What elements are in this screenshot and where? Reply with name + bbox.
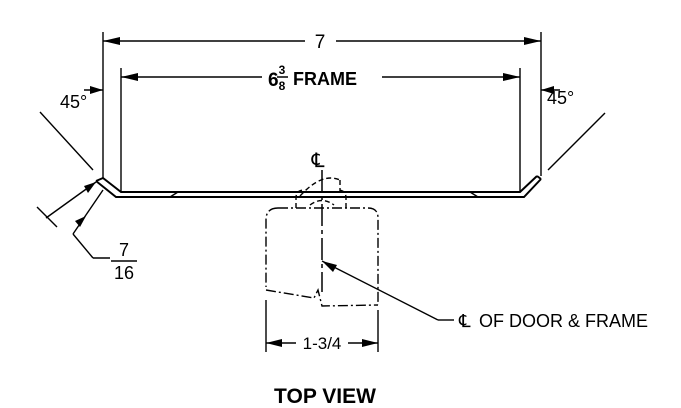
centerline-symbol-top: ℄ (311, 150, 325, 172)
return-dimension: 7 16 (36, 181, 137, 283)
frame-width-fraction-numerator: 3 (279, 63, 286, 77)
door-thickness-dimension: 1-3/4 (265, 300, 379, 353)
angle-left-label: 45° (60, 92, 87, 112)
angle-callouts: 45° 45° (39, 86, 606, 171)
view-title: TOP VIEW (274, 385, 376, 408)
door-phantom (265, 177, 379, 307)
overall-width-dimension: 7 (102, 32, 542, 178)
frame-width-fraction-denominator: 8 (279, 79, 286, 93)
frame-width-suffix: FRAME (293, 69, 357, 89)
return-fraction-numerator: 7 (119, 240, 129, 260)
return-fraction-denominator: 16 (114, 263, 134, 283)
frame-width-dimension: 6 3 8 FRAME (120, 63, 521, 192)
overall-width-label: 7 (315, 32, 326, 53)
centerline-symbol-callout: ℄ (458, 311, 471, 331)
frame-profile (95, 175, 542, 198)
frame-width-whole: 6 (268, 70, 279, 91)
door-thickness-label: 1-3/4 (303, 334, 342, 353)
centerline-callout-text: OF DOOR & FRAME (479, 311, 648, 331)
centerline-callout: ℄ OF DOOR & FRAME (321, 260, 648, 331)
centerline: ℄ (311, 150, 325, 292)
